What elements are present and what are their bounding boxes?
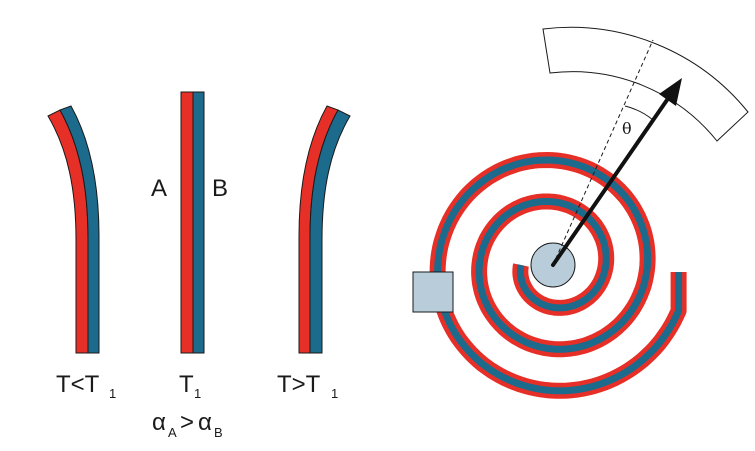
expansion-coefficient-relation: α A > α B (152, 409, 223, 440)
alpha-b-symbol: α (198, 409, 212, 436)
reference-dashed-line (552, 39, 654, 266)
reference-temp-sub: 1 (194, 386, 201, 401)
angle-arc (624, 105, 654, 121)
cold-temp-label: T<T 1 (56, 371, 116, 401)
reference-temp-main: T (179, 371, 194, 398)
spiral-thermometer: θ (412, 26, 749, 399)
hot-strip-metal-b (309, 109, 351, 354)
hot-strip (298, 105, 351, 354)
alpha-b-subscript: B (214, 425, 223, 440)
hot-temp-label: T>T 1 (277, 371, 338, 401)
hot-temp-main: T>T (277, 371, 321, 398)
metal-a-label: A (151, 175, 167, 202)
pointer-arrow-shaft (551, 98, 669, 267)
theta-label: θ (622, 119, 632, 138)
metal-b-label: B (212, 175, 228, 202)
pointer-arrow (659, 78, 682, 106)
alpha-comparison: > (180, 409, 194, 436)
reference-temp-label: T 1 (179, 371, 201, 401)
reference-strip-metal-a (180, 91, 194, 354)
cold-temp-main: T<T (56, 371, 100, 398)
hot-temp-sub: 1 (331, 386, 338, 401)
reference-strip-metal-b (192, 91, 205, 354)
dial-scale (542, 26, 749, 142)
cold-strip-metal-b (59, 105, 100, 354)
cold-temp-sub: 1 (109, 386, 116, 401)
mounting-block (412, 271, 454, 313)
alpha-a-symbol: α (152, 409, 166, 436)
alpha-a-subscript: A (168, 425, 177, 440)
reference-strip (180, 91, 205, 354)
cold-strip (47, 105, 100, 354)
